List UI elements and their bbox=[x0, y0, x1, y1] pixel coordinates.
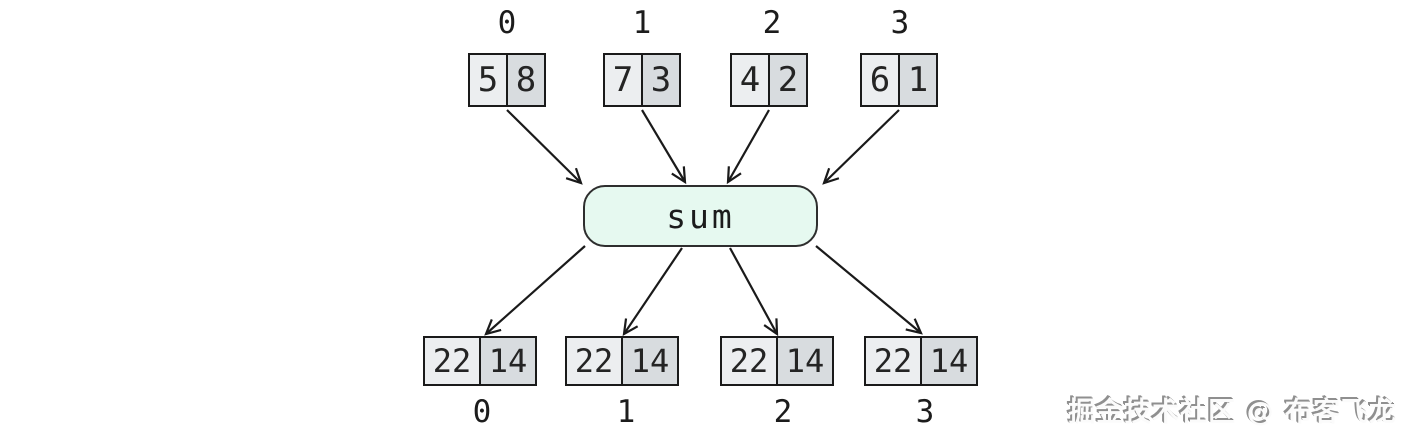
output-array-2: 22 14 bbox=[720, 336, 834, 386]
array-cell: 2 bbox=[768, 55, 806, 105]
array-cell: 4 bbox=[732, 55, 768, 105]
sum-operation-node: sum bbox=[583, 185, 818, 247]
arrow-sum-to-output1 bbox=[622, 247, 683, 337]
array-cell: 14 bbox=[920, 338, 976, 384]
input-index-label-0: 0 bbox=[497, 5, 517, 41]
input-index-label-2: 2 bbox=[762, 5, 782, 41]
arrow-input1-to-sum bbox=[641, 109, 687, 185]
array-cell: 14 bbox=[479, 338, 535, 384]
array-cell: 14 bbox=[621, 338, 677, 384]
output-index-label-1: 1 bbox=[616, 394, 636, 430]
input-array-0: 5 8 bbox=[468, 53, 546, 107]
array-cell: 3 bbox=[641, 55, 679, 105]
array-cell: 22 bbox=[567, 338, 621, 384]
arrow-input2-to-sum bbox=[726, 109, 770, 185]
output-array-1: 22 14 bbox=[565, 336, 679, 386]
array-cell: 14 bbox=[776, 338, 832, 384]
input-array-1: 7 3 bbox=[603, 53, 681, 107]
input-array-2: 4 2 bbox=[730, 53, 808, 107]
array-cell: 7 bbox=[605, 55, 641, 105]
arrow-sum-to-output0 bbox=[484, 245, 586, 336]
arrow-sum-to-output2 bbox=[729, 247, 779, 337]
array-cell: 22 bbox=[425, 338, 479, 384]
array-cell: 1 bbox=[898, 55, 936, 105]
arrow-input0-to-sum bbox=[506, 109, 583, 185]
output-array-3: 22 14 bbox=[864, 336, 978, 386]
output-index-label-0: 0 bbox=[472, 394, 492, 430]
output-array-0: 22 14 bbox=[423, 336, 537, 386]
arrow-input3-to-sum bbox=[822, 109, 900, 185]
input-index-label-3: 3 bbox=[890, 5, 910, 41]
array-cell: 8 bbox=[506, 55, 544, 105]
array-cell: 22 bbox=[722, 338, 776, 384]
input-array-3: 6 1 bbox=[860, 53, 938, 107]
watermark-text: 掘金技术社区 @ 布客飞龙 bbox=[1068, 397, 1397, 428]
array-cell: 22 bbox=[866, 338, 920, 384]
array-cell: 6 bbox=[862, 55, 898, 105]
arrow-sum-to-output3 bbox=[815, 245, 923, 335]
output-index-label-2: 2 bbox=[773, 394, 793, 430]
input-index-label-1: 1 bbox=[632, 5, 652, 41]
output-index-label-3: 3 bbox=[915, 394, 935, 430]
array-cell: 5 bbox=[470, 55, 506, 105]
